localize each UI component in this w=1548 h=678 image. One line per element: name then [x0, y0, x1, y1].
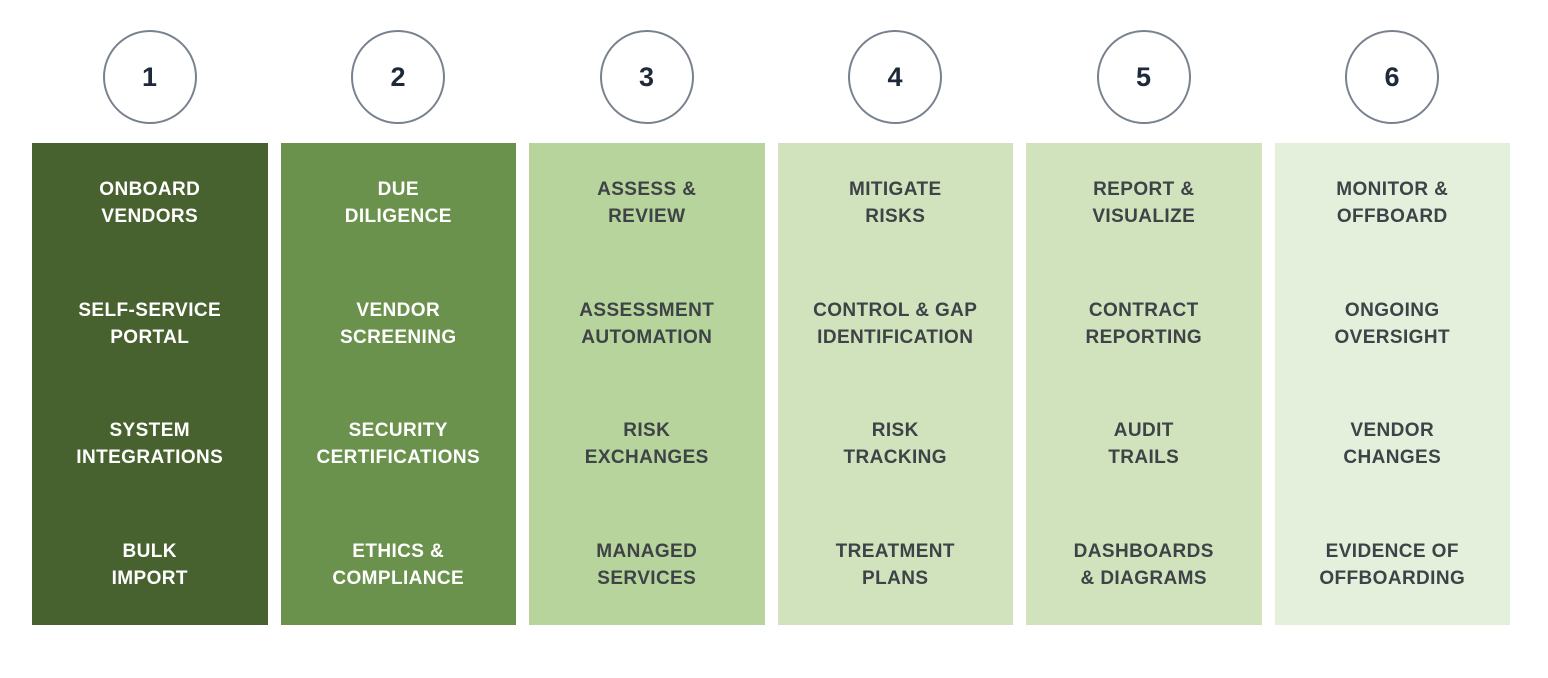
step-item: REPORT & VISUALIZE — [1092, 179, 1196, 228]
step-item: VENDOR CHANGES — [1343, 420, 1442, 469]
step-circles-row: 1 2 3 4 5 6 — [32, 30, 1510, 124]
step-number: 2 — [390, 61, 407, 92]
step-item: ASSESSMENT AUTOMATION — [579, 299, 715, 348]
step-number: 1 — [141, 61, 158, 92]
step-item: RISK TRACKING — [843, 420, 947, 469]
step-item: DUE DILIGENCE — [344, 179, 452, 228]
step-item: VENDOR SCREENING — [339, 299, 457, 348]
step-item: EVIDENCE OF OFFBOARDING — [1319, 540, 1466, 589]
step-circle-slot: 6 — [1275, 30, 1511, 124]
step-circle-slot: 5 — [1026, 30, 1262, 124]
step-number: 4 — [887, 61, 904, 92]
step-item: ONGOING OVERSIGHT — [1334, 299, 1450, 348]
step-number: 3 — [638, 61, 655, 92]
step-circle-slot: 4 — [778, 30, 1014, 124]
step-circle-slot: 3 — [529, 30, 765, 124]
step-4-circle: 4 — [848, 30, 943, 124]
step-item: BULK IMPORT — [111, 540, 188, 589]
step-columns-row: ONBOARD VENDORS SELF-SERVICE PORTAL SYSTEM… — [32, 143, 1510, 625]
step-item: ONBOARD VENDORS — [99, 179, 201, 228]
step-3-circle: 3 — [599, 30, 694, 124]
step-1-column: ONBOARD VENDORS SELF-SERVICE PORTAL SYSTEM… — [32, 143, 268, 625]
step-item: AUDIT TRAILS — [1108, 420, 1180, 469]
step-item: ASSESS & REVIEW — [597, 179, 697, 228]
step-item: MONITOR & OFFBOARD — [1336, 179, 1449, 228]
step-1-circle: 1 — [102, 30, 197, 124]
step-item: SECURITY CERTIFICATIONS — [316, 420, 481, 469]
step-item: RISK EXCHANGES — [584, 420, 709, 469]
step-item: DASHBOARDS & DIAGRAMS — [1073, 540, 1214, 589]
step-item: ETHICS & COMPLIANCE — [332, 540, 465, 589]
step-item: CONTRACT REPORTING — [1085, 299, 1203, 348]
step-5-column: REPORT & VISUALIZE CONTRACT REPORTING AUDI… — [1026, 143, 1262, 625]
step-item: MITIGATE RISKS — [848, 179, 942, 228]
step-item: SYSTEM INTEGRATIONS — [76, 420, 224, 469]
step-2-circle: 2 — [351, 30, 446, 124]
step-5-circle: 5 — [1096, 30, 1191, 124]
step-2-column: DUE DILIGENCE VENDOR SCREENING SECURITY CE… — [280, 143, 516, 625]
step-item: SELF-SERVICE PORTAL — [78, 299, 222, 348]
step-number: 5 — [1135, 61, 1152, 92]
step-item: TREATMENT PLANS — [835, 540, 955, 589]
step-circle-slot: 2 — [281, 30, 517, 124]
step-6-column: MONITOR & OFFBOARD ONGOING OVERSIGHT VENDO… — [1274, 143, 1510, 625]
step-circle-slot: 1 — [32, 30, 268, 124]
step-number: 6 — [1384, 61, 1401, 92]
step-item: CONTROL & GAP IDENTIFICATION — [813, 299, 978, 348]
step-4-column: MITIGATE RISKS CONTROL & GAP IDENTIFICATI… — [777, 143, 1013, 625]
step-6-circle: 6 — [1345, 30, 1440, 124]
step-3-column: ASSESS & REVIEW ASSESSMENT AUTOMATION RISK… — [529, 143, 765, 625]
step-item: MANAGED SERVICES — [596, 540, 698, 589]
